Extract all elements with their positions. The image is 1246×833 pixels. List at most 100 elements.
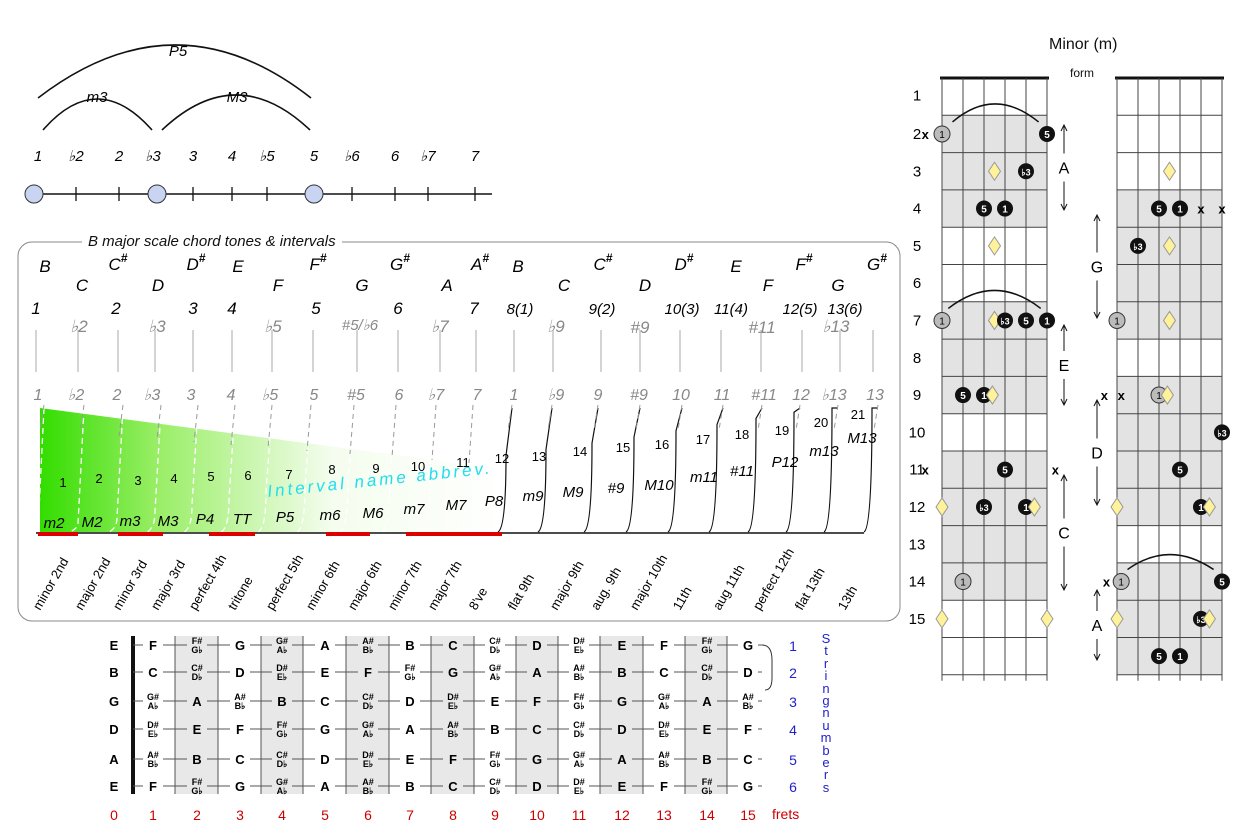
fret-note: A [532, 665, 542, 680]
interval-divider [69, 407, 85, 533]
semitone-count: 9 [372, 461, 379, 476]
note-bg [358, 721, 378, 737]
fret-note: D# [447, 692, 459, 702]
fret-number: 9 [491, 807, 499, 823]
fret-note: B [702, 752, 711, 767]
chord-degree-alt: #5/♭6 [342, 317, 379, 334]
note-bg [187, 721, 207, 737]
note-bg [569, 693, 589, 709]
fret-note: B [277, 694, 286, 709]
interval-abbrev: m2 [44, 515, 65, 532]
note-bg [315, 637, 335, 653]
section-arrow-head [1093, 213, 1101, 222]
section-arrow-head [1093, 398, 1101, 407]
fret-note: C# [701, 663, 713, 673]
interval-divider-top [873, 404, 879, 431]
fret-note: C# [276, 750, 288, 760]
chord-degree-alt: ♭7 [431, 317, 449, 336]
degree-label: 3 [189, 148, 198, 165]
muted-string: x [922, 463, 930, 478]
fret-note: F [149, 638, 157, 653]
chord-degree: 1 [31, 299, 40, 318]
note-bg [143, 751, 163, 767]
note-bg [230, 693, 250, 709]
semitone-count: 14 [573, 444, 587, 459]
interval-abbrev: P12 [772, 454, 799, 471]
note-bg [654, 778, 674, 794]
note-bg [738, 637, 758, 653]
interval-divider [863, 407, 878, 533]
interval-abbrev: m13 [809, 443, 839, 460]
fret-number: 13 [656, 807, 672, 823]
fret-note: A# [147, 750, 159, 760]
minor-third-dot [147, 184, 167, 204]
note-bg [230, 637, 250, 653]
scale-diamond [985, 385, 1000, 405]
chord-degree: 8(1) [507, 301, 534, 318]
fret-note: F# [405, 663, 416, 673]
fret-note: F# [490, 750, 501, 760]
interval-divider-top [547, 404, 553, 431]
fret-note: C# [489, 777, 501, 787]
root-marker-label: 1 [960, 578, 966, 589]
fret-note: C# [489, 636, 501, 646]
semitone-count: 16 [655, 437, 669, 452]
fret-note: F [236, 722, 244, 737]
fret-note: G♭ [489, 759, 500, 769]
scale-note-alt: C [558, 276, 571, 295]
root-filled-marker [1172, 648, 1188, 665]
interval-degree: ♭5 [262, 387, 279, 404]
fret-note: D# [276, 663, 288, 673]
interval-divider-top [795, 404, 801, 431]
fret-note: G# [573, 750, 585, 760]
interval-degree: 5 [310, 387, 319, 404]
scale-note-alt: C [76, 276, 89, 295]
fret-note: D# [573, 777, 585, 787]
degree-label: ♭5 [259, 148, 275, 165]
degree-label: 1 [34, 148, 42, 165]
interval-divider [747, 407, 763, 533]
fret-note: A [320, 779, 330, 794]
note-bg [485, 721, 505, 737]
fret-note: D# [147, 720, 159, 730]
scale-note-alt: D [152, 276, 164, 295]
fret-note: A# [658, 750, 670, 760]
highlight-bar [406, 532, 454, 536]
fret-note: B♭ [448, 729, 459, 739]
interval-abbrev: m6 [320, 507, 341, 524]
root-marker [933, 125, 951, 143]
fret-note: A# [573, 663, 585, 673]
string-numbers-letter: S [821, 631, 831, 646]
fret-note: C [743, 752, 753, 767]
string-number: 4 [789, 722, 797, 738]
scale-note-alt: A [440, 276, 452, 295]
string-numbers-letter: n [822, 705, 830, 721]
fret-note: G# [276, 777, 288, 787]
fret-note: A# [447, 720, 459, 730]
highlight-bar [38, 532, 78, 536]
fret-note: G♭ [701, 645, 712, 655]
scale-note: B [512, 257, 523, 276]
note-bg [143, 693, 163, 709]
note-bg [738, 693, 758, 709]
root-marker [933, 311, 951, 329]
note-bg [230, 721, 250, 737]
note-bg [272, 693, 292, 709]
fret-note: E [703, 722, 712, 737]
degree-label: 2 [114, 148, 124, 165]
interval-degree: ♭3 [144, 387, 161, 404]
root-filled-marker-label: 1 [1002, 205, 1008, 216]
fret-note: A [405, 722, 415, 737]
semitone-count: 3 [134, 473, 141, 488]
interval-abbrev: M10 [644, 477, 674, 494]
fret-note: G# [362, 720, 374, 730]
note-bg [697, 751, 717, 767]
fret-note: E [406, 752, 415, 767]
interval-divider-top [267, 404, 273, 449]
interval-divider [29, 407, 45, 533]
fret-note: D♭ [192, 672, 203, 682]
fifth-marker [1039, 125, 1055, 142]
fret-note: C [448, 779, 458, 794]
scale-note-alt: G [831, 276, 844, 295]
